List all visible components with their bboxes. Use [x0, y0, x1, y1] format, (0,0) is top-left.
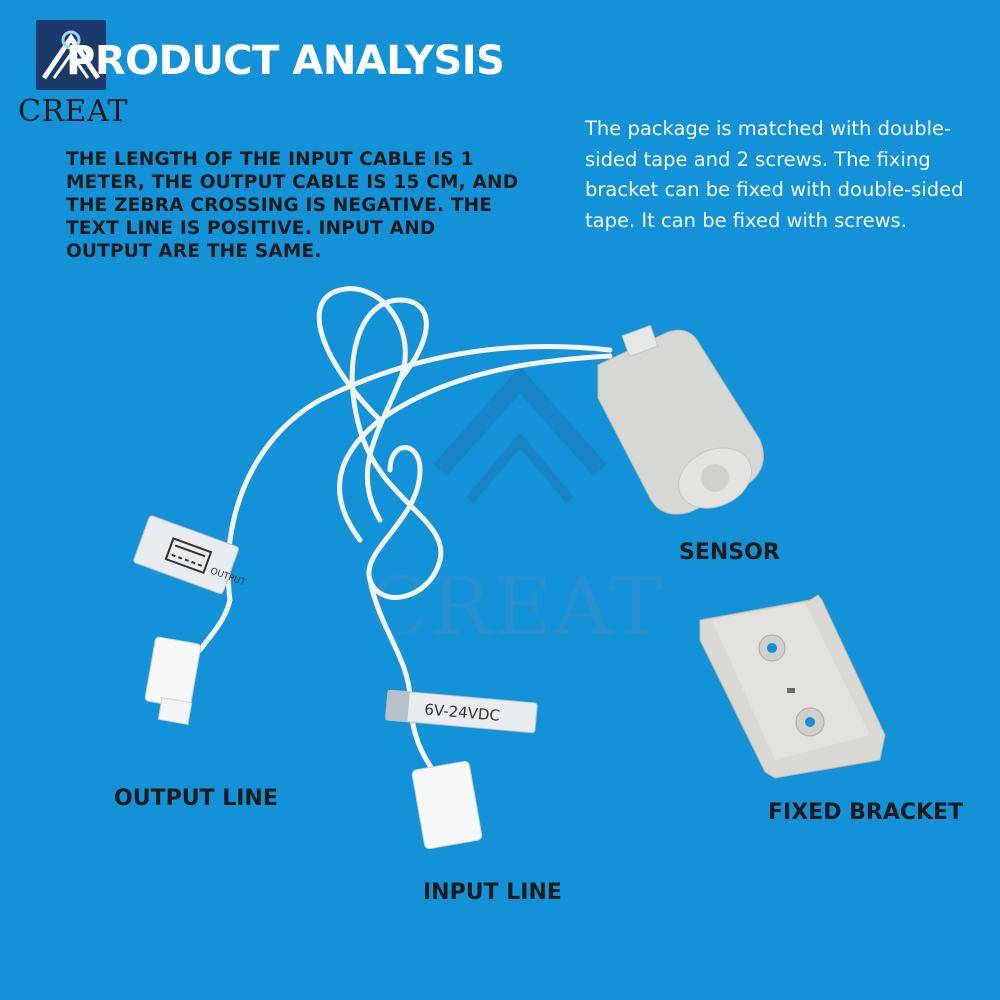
output-tag: OUTPUT [133, 515, 247, 595]
package-description: The package is matched with double-sided… [585, 117, 964, 232]
bracket-device [699, 594, 886, 779]
sensor-label: SENSOR [679, 540, 780, 565]
cable-bundle [197, 286, 613, 783]
watermark-text: CREAT [368, 560, 665, 653]
fixed-bracket-label: FIXED BRACKET [768, 800, 964, 825]
input-connector [411, 760, 483, 850]
input-tag: 6V-24VDC [385, 689, 538, 734]
sensor-device [597, 324, 764, 515]
cable-description: THE LENGTH OF THE INPUT CABLE IS 1 METER… [66, 149, 519, 262]
logo-icon [36, 20, 106, 90]
input-line-label: INPUT LINE [423, 880, 562, 905]
page-title: PRODUCT ANALYSIS [66, 38, 505, 84]
output-connector [144, 636, 202, 726]
watermark-logo-icon [433, 366, 607, 504]
output-line-label: OUTPUT LINE [114, 786, 278, 811]
logo-text: CREAT [18, 94, 128, 129]
